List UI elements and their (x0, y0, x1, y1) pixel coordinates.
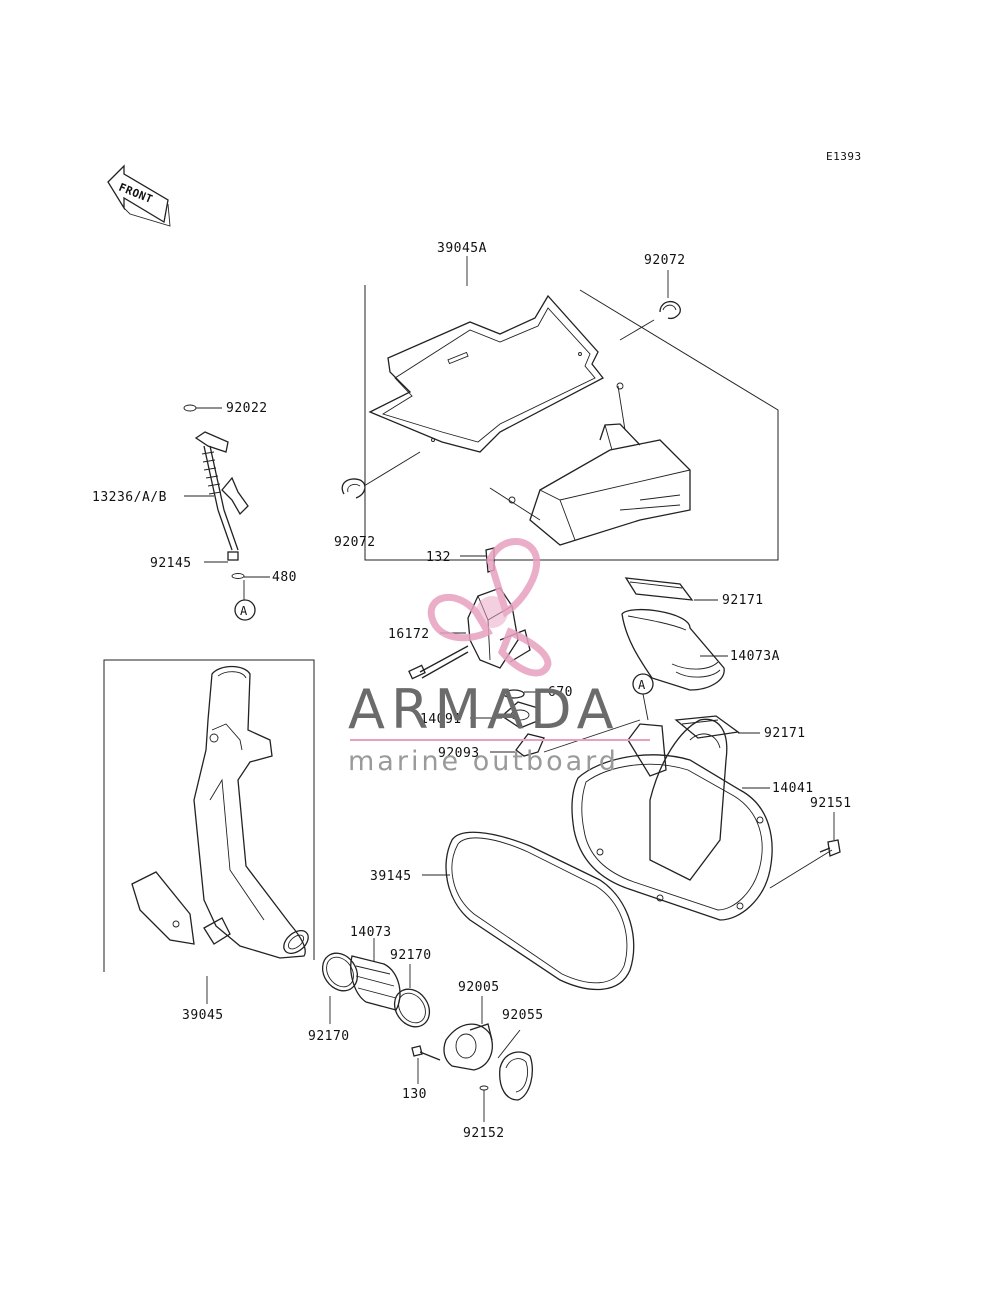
throttle-plate (470, 701, 541, 729)
label-39145: 39145 (370, 869, 412, 884)
clamp-left (321, 952, 359, 1024)
label-92072-upper: 92072 (644, 253, 686, 268)
label-14091: 14091 (420, 712, 462, 727)
label-92093: 92093 (438, 746, 480, 761)
vent-fitting (443, 996, 493, 1071)
label-92055: 92055 (502, 1008, 544, 1023)
label-39045A: 39045A (437, 241, 487, 256)
watermark-brand: ARMADA (348, 678, 620, 741)
label-92005: 92005 (458, 980, 500, 995)
label-92170-left: 92170 (308, 1029, 350, 1044)
label-39045: 39045 (182, 1008, 224, 1023)
washer-small (479, 1085, 489, 1122)
front-arrow-label: FRONT (117, 181, 155, 206)
callout-a-right: A (632, 673, 654, 721)
intake-duct (489, 319, 691, 546)
upper-assembly-bracket (364, 285, 779, 561)
gasket-small (490, 719, 641, 757)
intake-boot (621, 608, 728, 691)
label-14073: 14073 (350, 925, 392, 940)
label-670: 670 (548, 685, 573, 700)
vent-gasket (497, 1029, 533, 1101)
label-92151: 92151 (810, 796, 852, 811)
diagram-code: E1393 (826, 150, 862, 163)
label-92170-right: 92170 (390, 948, 432, 963)
label-132: 132 (426, 550, 451, 565)
label-92145: 92145 (150, 556, 192, 571)
bolt-small (411, 1045, 441, 1084)
propeller-logo-icon (427, 538, 552, 677)
watermark: ARMADA marine outboard (348, 538, 650, 777)
clamp-right (393, 964, 431, 1028)
label-92171-middle: 92171 (764, 726, 806, 741)
clip-upper (659, 301, 681, 320)
label-480: 480 (272, 570, 297, 585)
label-13236: 13236/A/B (92, 490, 167, 505)
callout-a-left: A (234, 599, 256, 621)
front-arrow-icon: FRONT (107, 164, 171, 227)
o-ring (503, 689, 546, 699)
label-92072-lower: 92072 (334, 535, 376, 550)
shift-shaft-assembly (183, 404, 270, 600)
svg-text:A: A (638, 678, 646, 692)
svg-text:A: A (240, 604, 248, 618)
label-14041: 14041 (772, 781, 814, 796)
cover-seal (422, 831, 635, 991)
label-16172: 16172 (388, 627, 430, 642)
label-92171-upper: 92171 (722, 593, 764, 608)
watermark-tagline: marine outboard (348, 746, 619, 777)
intake-cover-plate (368, 294, 604, 453)
lower-assembly-bracket (103, 659, 315, 972)
label-14073A: 14073A (730, 649, 780, 664)
bolt-cover (819, 812, 841, 857)
band-upper (624, 577, 718, 601)
air-duct (131, 665, 309, 959)
clip-lower (341, 451, 421, 499)
label-92022: 92022 (226, 401, 268, 416)
converter-cover (571, 718, 833, 921)
label-92152: 92152 (463, 1126, 505, 1141)
label-130: 130 (402, 1087, 427, 1102)
